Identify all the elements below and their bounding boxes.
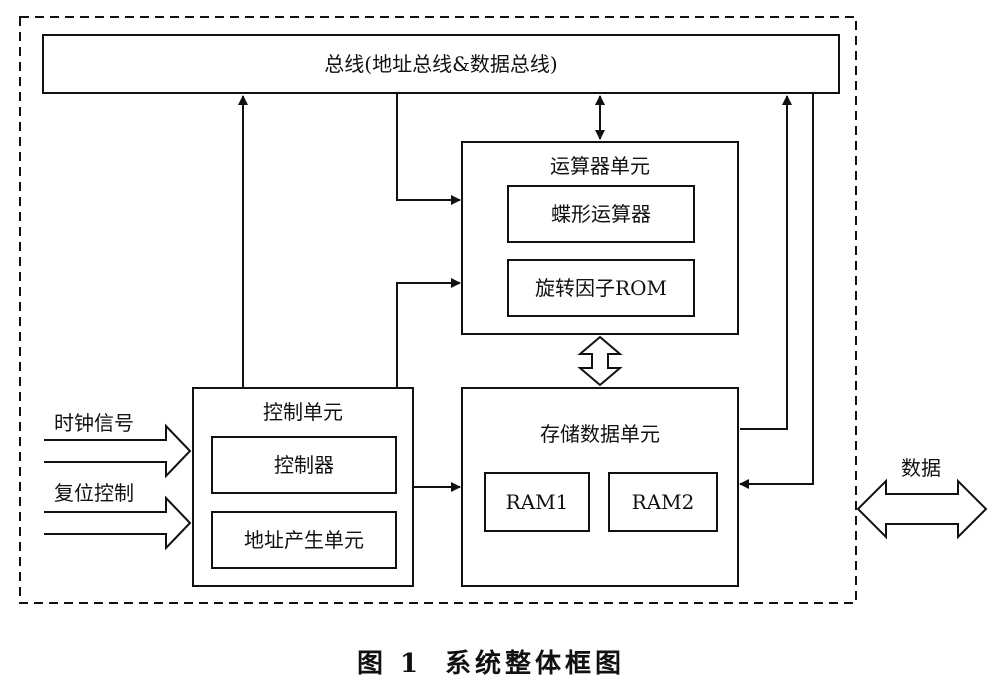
storage-unit-title: 存储数据单元 — [540, 422, 660, 446]
ram1-block — [484, 472, 590, 532]
arrow-bus-to-storage — [739, 93, 814, 489]
controller-label: 控制器 — [274, 453, 334, 477]
address-gen-block — [211, 511, 397, 569]
ram2-block — [608, 472, 718, 532]
ram1-label: RAM1 — [506, 490, 569, 514]
alu-storage-data-arrow — [577, 335, 623, 387]
storage-unit-block: 存储数据单元 RAM1 RAM2 — [461, 387, 739, 587]
bus-label: 总线(地址总线&数据总线) — [324, 52, 557, 76]
twiddle-rom-block — [507, 259, 695, 317]
twiddle-rom-label: 旋转因子ROM — [535, 276, 667, 300]
external-data-arrow — [856, 478, 988, 540]
address-gen-label: 地址产生单元 — [244, 528, 364, 552]
clock-signal-label: 时钟信号 — [54, 411, 134, 435]
controller-block — [211, 436, 397, 494]
external-data-label: 数据 — [901, 456, 941, 480]
bus-block: 总线(地址总线&数据总线) — [42, 34, 840, 94]
connections — [238, 93, 814, 492]
alu-unit-block: 运算器单元 蝶形运算器 旋转因子ROM — [461, 141, 739, 335]
figure-number: 图 1 — [357, 649, 422, 679]
reset-control-label: 复位控制 — [54, 481, 134, 505]
butterfly-block — [507, 185, 695, 243]
control-unit-title: 控制单元 — [263, 400, 343, 424]
arrow-control-to-alu — [396, 278, 461, 388]
arrow-storage-to-bus — [740, 95, 792, 430]
ram2-label: RAM2 — [632, 490, 695, 514]
butterfly-label: 蝶形运算器 — [551, 202, 651, 226]
arrow-bus-to-alu — [396, 93, 461, 205]
clock-input-arrow — [44, 423, 192, 479]
system-boundary — [19, 16, 857, 604]
alu-unit-title: 运算器单元 — [550, 154, 650, 178]
reset-input-arrow — [44, 495, 192, 551]
control-unit-block: 控制单元 控制器 地址产生单元 — [192, 387, 414, 587]
figure-title: 系统整体框图 — [445, 648, 625, 679]
